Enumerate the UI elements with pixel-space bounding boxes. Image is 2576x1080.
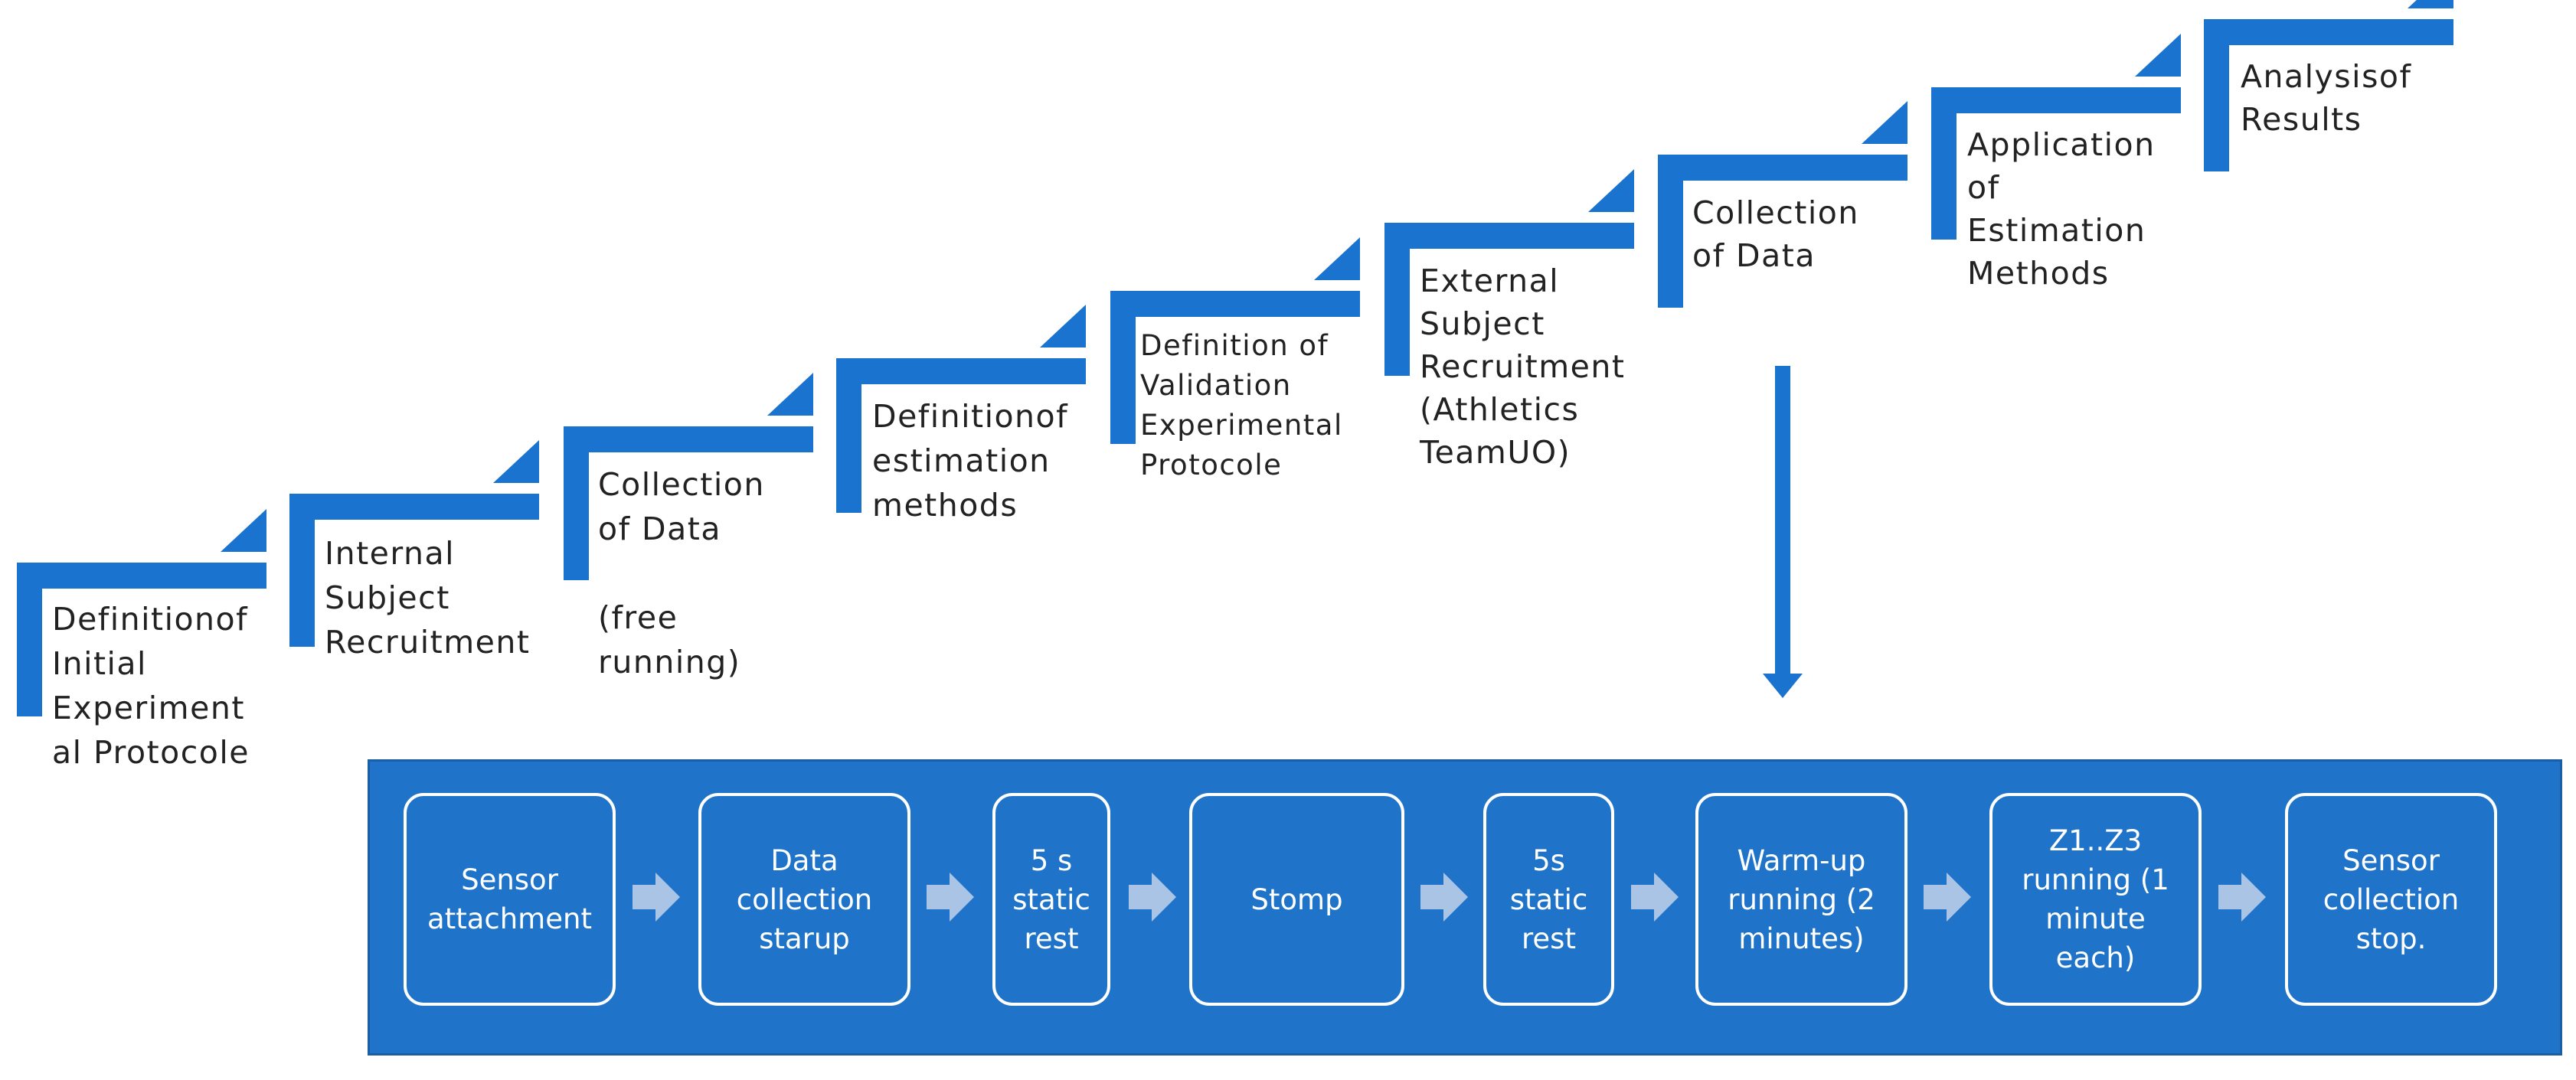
- step-top-bar: [289, 494, 539, 520]
- step-4-label: Definitionof estimation methods: [872, 398, 1069, 524]
- chevron-right-icon: [1631, 873, 1679, 922]
- step-corner-triangle: [2408, 0, 2453, 8]
- step-top-bar: [1384, 223, 1634, 249]
- step-6-label: External Subject Recruitment (Athletics …: [1420, 263, 1626, 471]
- step-left-leg: [1384, 223, 1410, 376]
- step-left-leg: [1658, 155, 1683, 308]
- step-5-label: Definition of Validation Experimental Pr…: [1140, 329, 1343, 481]
- step-shape-5: [1110, 237, 1360, 444]
- step-top-bar: [17, 563, 266, 589]
- step-3-label: Collection of Data (free running): [598, 466, 765, 680]
- step-shape-7: [1658, 101, 1907, 308]
- step-left-leg: [289, 494, 315, 647]
- step-corner-triangle: [2135, 34, 2181, 77]
- step-shape-1: [17, 509, 266, 716]
- step-shape-8: [1931, 34, 2181, 240]
- process-box-warm-up: Warm-up running (2 minutes): [1695, 793, 1907, 1006]
- chevron-right-icon: [1924, 873, 1971, 922]
- step-1-label: Definitionof Initial Experiment al Proto…: [52, 601, 250, 771]
- process-box-static-rest-2: 5s static rest: [1483, 793, 1614, 1006]
- process-box-sensor-attachment: Sensor attachment: [404, 793, 616, 1006]
- step-shape-9: [2204, 0, 2453, 171]
- step-shape-2: [289, 440, 539, 647]
- step-top-bar: [564, 426, 813, 452]
- step-corner-triangle: [221, 509, 266, 552]
- step-top-bar: [2204, 19, 2453, 45]
- step-shape-4: [836, 305, 1086, 513]
- step-9-label: Analysisof Results: [2241, 58, 2412, 138]
- process-box-static-rest-1: 5 s static rest: [992, 793, 1110, 1006]
- chevron-right-icon: [1129, 873, 1176, 922]
- chevron-right-icon: [2218, 873, 2266, 922]
- step-top-bar: [1931, 87, 2181, 113]
- step-top-bar: [1658, 155, 1907, 181]
- step-shape-3: [564, 373, 813, 580]
- process-box-z1-z3-running: Z1..Z3 running (1 minute each): [1989, 793, 2202, 1006]
- step-left-leg: [17, 563, 42, 716]
- step-left-leg: [836, 358, 861, 513]
- chevron-right-icon: [927, 873, 974, 922]
- process-box-sensor-collection-stop: Sensor collection stop.: [2285, 793, 2497, 1006]
- step-left-leg: [2204, 19, 2229, 171]
- step-2-label: Internal Subject Recruitment: [325, 535, 531, 661]
- step-corner-triangle: [1588, 169, 1634, 212]
- step-corner-triangle: [1862, 101, 1907, 144]
- step-corner-triangle: [493, 440, 539, 483]
- step-shape-6: [1384, 169, 1634, 376]
- step-left-leg: [1110, 291, 1136, 444]
- chevron-right-icon: [633, 873, 680, 922]
- step-top-bar: [1110, 291, 1360, 317]
- down-arrow-icon: [1763, 366, 1803, 698]
- step-corner-triangle: [1314, 237, 1360, 280]
- step-left-leg: [1931, 87, 1957, 240]
- step-7-label: Collection of Data: [1692, 194, 1859, 274]
- step-corner-triangle: [1040, 305, 1086, 347]
- process-box-stomp: Stomp: [1189, 793, 1404, 1006]
- step-corner-triangle: [767, 373, 813, 416]
- process-box-data-collection-startup: Data collection starup: [698, 793, 910, 1006]
- step-8-label: Application of Estimation Methods: [1967, 126, 2156, 292]
- step-left-leg: [564, 426, 589, 580]
- chevron-right-icon: [1420, 873, 1468, 922]
- step-top-bar: [836, 358, 1086, 384]
